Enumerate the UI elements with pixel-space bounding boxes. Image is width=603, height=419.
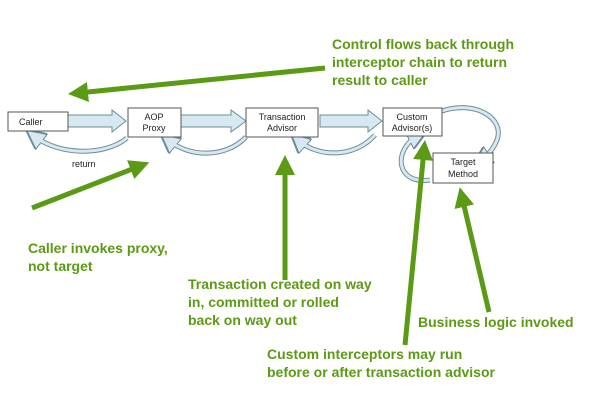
note-business-logic-line: Business logic invoked <box>418 314 574 330</box>
green-arrow-control-flow <box>68 65 326 102</box>
return-curve-transaction-to-proxy-inner <box>167 135 248 155</box>
flow-arrow-proxy-to-transaction <box>180 109 247 133</box>
note-control-flow-line: Control flows back through <box>332 36 514 52</box>
return-label: return <box>72 159 96 169</box>
note-transaction-created-line: Transaction created on way <box>188 276 372 292</box>
node-aop-proxy-label-1: AOP <box>144 112 163 122</box>
node-transaction-advisor: Transaction Advisor <box>245 107 319 138</box>
node-transaction-advisor-label-2: Advisor <box>267 123 297 133</box>
flow-arrow-transaction-to-custom <box>319 108 383 134</box>
note-transaction-created-line: back on way out <box>188 312 297 328</box>
node-custom-advisors-label-2: Advisor(s) <box>392 123 433 133</box>
note-control-flow-line: result to caller <box>332 72 428 88</box>
green-arrow-custom-interceptors <box>402 140 433 346</box>
node-target-method-label-1: Target <box>450 157 476 167</box>
node-aop-proxy: AOP Proxy <box>127 107 182 138</box>
return-curve-proxy-to-caller-inner <box>33 134 128 153</box>
node-caller: Caller <box>7 111 69 132</box>
note-custom-interceptors-line: before or after transaction advisor <box>267 364 495 380</box>
green-arrow-business-logic <box>454 187 492 313</box>
flow-arrow-caller-to-proxy <box>67 108 127 134</box>
note-transaction-created: Transaction created on way in, committed… <box>188 275 372 329</box>
node-target-method: Target Method <box>432 152 494 184</box>
node-custom-advisors: Custom Advisor(s) <box>382 107 443 137</box>
node-aop-proxy-label-2: Proxy <box>142 123 166 133</box>
note-caller-invokes-line: not target <box>28 258 93 274</box>
green-arrow-caller-invokes <box>31 160 150 211</box>
note-control-flow: Control flows back through interceptor c… <box>332 35 514 89</box>
note-caller-invokes: Caller invokes proxy, not target <box>28 239 168 275</box>
note-custom-interceptors: Custom interceptors may run before or af… <box>267 345 495 381</box>
loop-curve-target-to-custom-inner <box>399 134 431 183</box>
return-curve-custom-to-transaction-inner <box>296 133 377 155</box>
node-transaction-advisor-label-1: Transaction <box>259 112 306 122</box>
note-custom-interceptors-line: Custom interceptors may run <box>267 346 463 362</box>
loop-curve-custom-to-target-inner <box>441 106 500 162</box>
node-target-method-label-2: Method <box>448 169 478 179</box>
note-control-flow-line: interceptor chain to return <box>332 54 508 70</box>
note-caller-invokes-line: Caller invokes proxy, <box>28 240 168 256</box>
node-custom-advisors-label-1: Custom <box>396 112 427 122</box>
node-caller-label: Caller <box>19 117 43 127</box>
note-transaction-created-line: in, committed or rolled <box>188 294 339 310</box>
note-business-logic: Business logic invoked <box>418 313 574 331</box>
